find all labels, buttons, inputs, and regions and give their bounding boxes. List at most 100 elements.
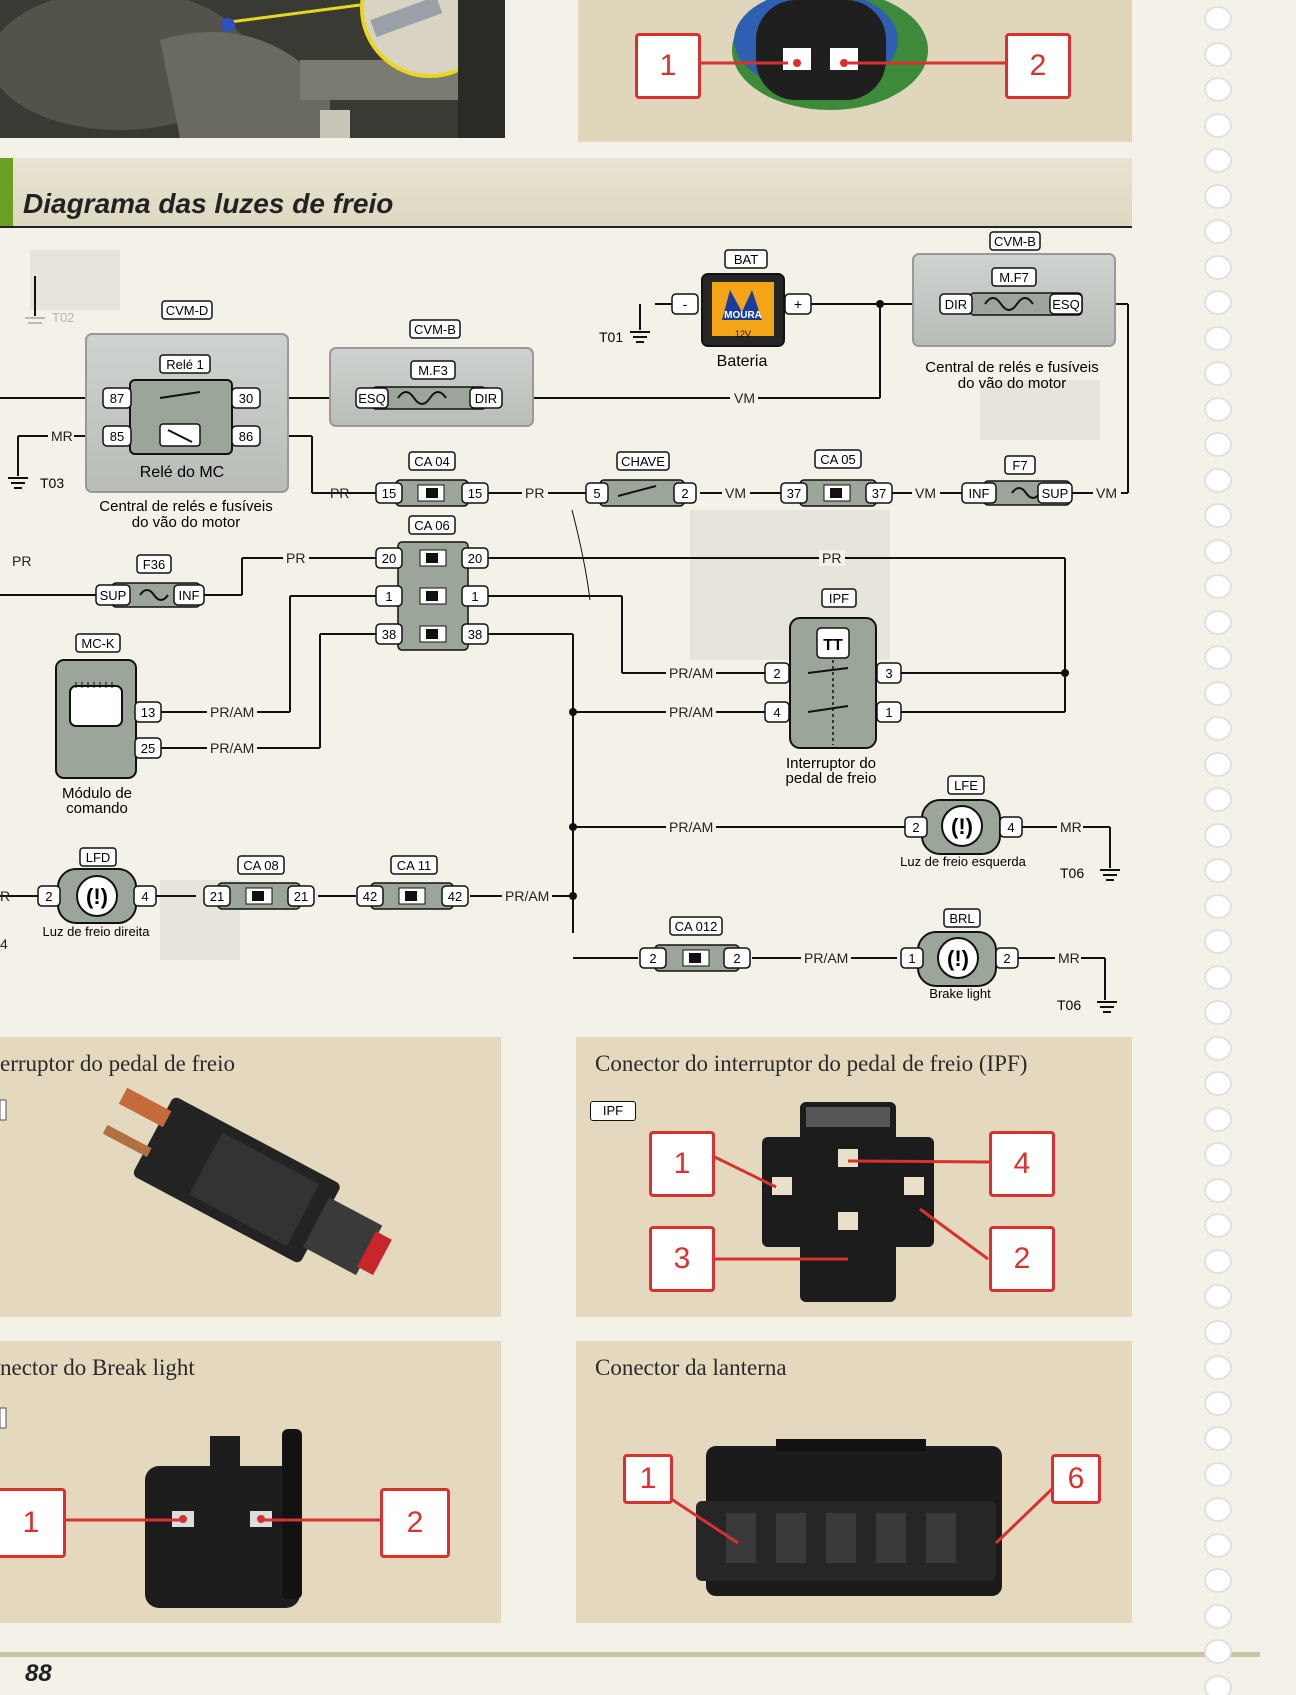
brake-pedal-switch-ipf: IPF TT 2 4 3 1 Interruptor do pedal de f…	[764, 588, 902, 787]
battery-neg: -	[683, 296, 688, 312]
mck-caption-2: comando	[66, 800, 128, 817]
binding-hole	[1204, 112, 1232, 138]
connector-ca08: CA 08 21 21	[203, 855, 315, 910]
binding-hole	[1204, 858, 1232, 883]
binding-hole	[1204, 964, 1232, 990]
binding-hole	[1204, 1319, 1232, 1345]
connector-ca05: CA 05 37 37	[780, 449, 893, 507]
binding-hole	[1204, 1035, 1232, 1061]
binding-hole	[1204, 1000, 1232, 1025]
module-mck: MC-K 13 25 Módulo de comando	[55, 633, 162, 817]
lamp-brl: BRL (!) 1 2 Brake light	[900, 908, 1019, 1001]
ca012-pin-b: 2	[733, 951, 740, 966]
wire-label-vm: VM	[734, 390, 755, 406]
battery: BAT MOURA 12V - + Bateria	[671, 249, 812, 370]
lfe-pin-4: 4	[1007, 820, 1014, 835]
label-t03: T03	[40, 475, 64, 491]
ca04-pin-a: 15	[382, 486, 396, 501]
connector-ca012: CA 012 2 2	[639, 916, 751, 972]
cvmb-caption-1: Central de relés e fusíveis	[925, 359, 1098, 376]
fuse-f36: F36 SUP INF	[95, 554, 205, 608]
callout-1: 1	[0, 1488, 66, 1558]
binding-hole	[1204, 751, 1232, 777]
wire-label-pram: PR/AM	[669, 704, 713, 720]
chave-pin-b: 2	[681, 486, 688, 501]
cvmd-caption-2: do vão do motor	[132, 514, 240, 531]
ipf-pin-4: 4	[773, 705, 780, 720]
mck-caption-1: Módulo de	[62, 785, 132, 802]
f7-left: INF	[969, 486, 990, 501]
wire-label-pram: PR/AM	[505, 888, 549, 904]
connector-ca04: CA 04 15 15	[375, 451, 489, 507]
page-number: 88	[25, 1660, 52, 1687]
section-title: Diagrama das luzes de freio	[23, 188, 394, 219]
mf7-left: DIR	[945, 297, 967, 312]
wire-label-pr: PR	[330, 485, 349, 501]
cvmd-tag: CVM-D	[166, 303, 209, 318]
battery-label: Bateria	[717, 353, 768, 370]
callout-3: 3	[649, 1226, 715, 1292]
lfe-pin-2: 2	[912, 820, 919, 835]
ground-t06-upper: T06	[1060, 865, 1120, 881]
junction-dots	[569, 300, 1069, 900]
ca06-pin-38b: 38	[468, 627, 482, 642]
binding-hole	[1204, 77, 1232, 102]
binding-hole	[1204, 432, 1232, 457]
ipf-caption-2: pedal de freio	[786, 770, 877, 787]
ipf-pin-2: 2	[773, 666, 780, 681]
ca05-pin-b: 37	[872, 486, 886, 501]
wire-label-pram: PR/AM	[210, 704, 254, 720]
ca06-pin-1a: 1	[385, 589, 392, 604]
label-t06-lower: T06	[1057, 997, 1081, 1013]
binding-hole	[1204, 1213, 1232, 1238]
brl-pin-2: 2	[1003, 951, 1010, 966]
ignition-switch: CHAVE 5 2	[585, 451, 697, 507]
ca06-pin-38a: 38	[382, 627, 396, 642]
ipf-panel-tag: IPF	[590, 1101, 636, 1121]
wire-label-pr: PR	[12, 553, 31, 569]
footer-rule	[0, 1652, 1260, 1657]
cvmd-relay-box: CVM-D Relé 1 87 30 85 86 Relé do MC Cent…	[85, 300, 289, 531]
mf7-right: ESQ	[1052, 297, 1079, 312]
relay-pin-87: 87	[110, 391, 124, 406]
callout-1: 1	[649, 1131, 715, 1197]
binding-hole	[1204, 716, 1232, 741]
chave-tag: CHAVE	[621, 454, 665, 469]
lfd-tag: LFD	[86, 850, 111, 865]
binding-hole	[1204, 538, 1232, 564]
f7-tag: F7	[1012, 458, 1027, 473]
engine-bay-illustration	[0, 0, 505, 138]
section-accent	[0, 158, 13, 226]
binding-hole	[1204, 1674, 1232, 1695]
binding-hole	[1204, 1284, 1232, 1309]
mf7-tag: M.F7	[999, 270, 1029, 285]
section-header: Diagrama das luzes de freio	[0, 158, 1132, 228]
relay-label: Relé do MC	[140, 464, 224, 481]
f36-tag: F36	[143, 557, 165, 572]
mck-tag: MC-K	[81, 636, 115, 651]
ground-t06-lower: T06	[1057, 997, 1117, 1013]
binding-hole	[1204, 503, 1232, 528]
connector-photo-top: 1 2	[578, 0, 1132, 142]
brl-caption: Brake light	[929, 986, 991, 1001]
brl-lamp-icon: (!)	[947, 946, 969, 971]
ca04-tag: CA 04	[414, 454, 449, 469]
brake-light-panel-title: nector do Break light	[0, 1355, 195, 1380]
ground-t02: T02	[25, 310, 74, 325]
callout-2: 2	[989, 1226, 1055, 1292]
lfd-pin-4: 4	[141, 889, 148, 904]
ca05-tag: CA 05	[820, 452, 855, 467]
lfd-lamp-icon: (!)	[86, 884, 108, 909]
binding-hole	[1204, 929, 1232, 954]
ca08-pin-a: 21	[210, 889, 224, 904]
callout-1: 1	[623, 1454, 673, 1504]
binding-hole	[1204, 680, 1232, 706]
binding-hole	[1204, 219, 1232, 244]
mck-pin-13: 13	[141, 705, 155, 720]
label-t01: T01	[599, 329, 623, 345]
binding-hole	[1204, 1106, 1232, 1132]
fuse-f7: F7 INF SUP	[961, 455, 1073, 506]
ground-t03: T03	[8, 475, 64, 491]
cvmb-fusebox: CVM-B M.F7 DIR ESQ Central de relés e fu…	[912, 231, 1116, 392]
